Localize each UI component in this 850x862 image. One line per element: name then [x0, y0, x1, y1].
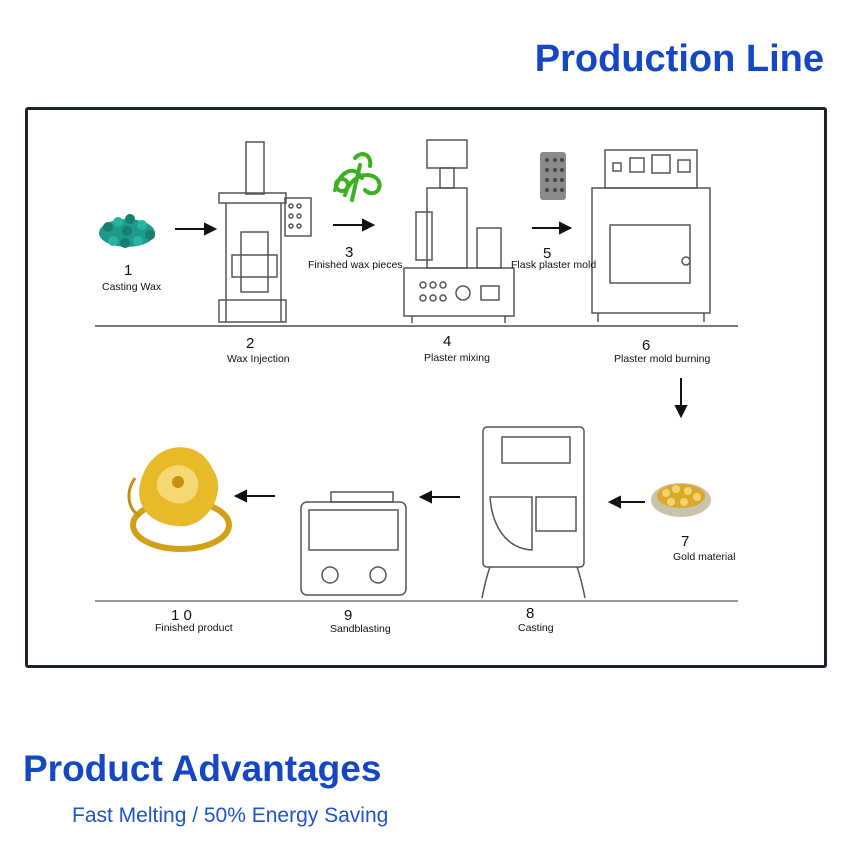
arrow-icon-7 [233, 489, 275, 503]
step-label-5: Flask plaster mold [511, 259, 597, 271]
step-number-8: 8 [526, 605, 535, 622]
flask-mold-icon [540, 152, 566, 200]
finished-ring-icon [127, 447, 232, 552]
arrow-icon-4 [674, 378, 688, 419]
arrow-icon-1 [175, 222, 218, 236]
arrow-icon-5 [607, 495, 645, 509]
step-label-6: Plaster mold burning [614, 353, 711, 365]
step-label-8: Casting [518, 622, 554, 634]
advantages-subtitle: Fast Melting / 50% Energy Saving [72, 804, 389, 827]
step-number-3: 3 [345, 244, 354, 261]
step-number-4: 4 [443, 333, 452, 350]
step-number-2: 2 [246, 335, 255, 352]
plaster-mixer-icon [403, 139, 515, 323]
step-label-4: Plaster mixing [424, 352, 490, 364]
advantages-title: Product Advantages [23, 748, 382, 789]
step-label-7: Gold material [673, 551, 736, 563]
step-label-10: Finished product [155, 622, 233, 634]
step-number-9: 9 [344, 607, 353, 624]
casting-wax-icon [99, 214, 155, 248]
step-label-2: Wax Injection [227, 353, 290, 365]
wax-injection-machine-icon [218, 141, 312, 323]
page-title: Production Line [534, 38, 824, 80]
step-label-3: Finished wax pieces [308, 259, 403, 271]
sandblasting-machine-icon [300, 491, 407, 596]
step-number-10: 1 0 [171, 607, 192, 624]
step-number-5: 5 [543, 245, 552, 262]
casting-machine-icon [481, 426, 586, 599]
burning-oven-icon [591, 149, 711, 322]
step-number-6: 6 [642, 337, 651, 354]
wax-pieces-icon [333, 152, 382, 202]
gold-material-icon [651, 483, 711, 517]
arrow-icon-3 [532, 221, 573, 235]
diagram-frame [25, 107, 827, 668]
arrow-icon-6 [418, 490, 460, 504]
step-label-1: Casting Wax [102, 281, 162, 293]
step-label-9: Sandblasting [330, 623, 391, 635]
step-number-1: 1 [124, 262, 133, 279]
arrow-icon-2 [333, 218, 376, 232]
step-number-7: 7 [681, 533, 690, 550]
